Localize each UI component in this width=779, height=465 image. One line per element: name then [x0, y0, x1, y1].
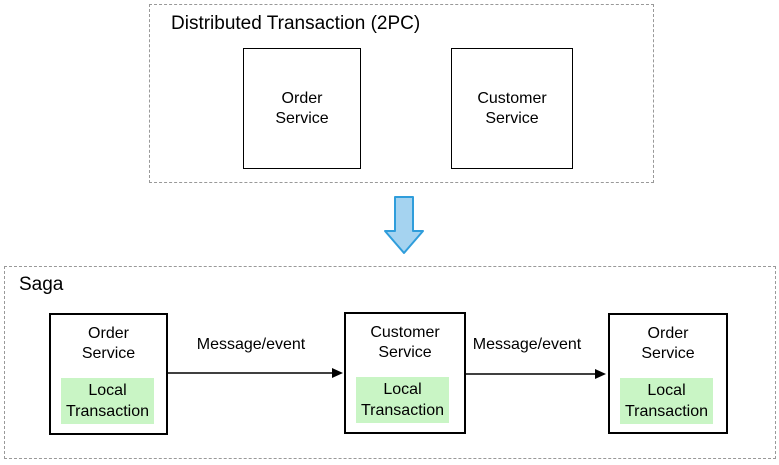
distributed-transaction-title: Distributed Transaction (2PC) — [171, 13, 421, 34]
saga-order-service-2-label-line1: Order — [647, 325, 689, 342]
order-service-label-line1: Order — [281, 89, 323, 107]
saga-order-service-1-label-line2: Service — [81, 345, 136, 362]
customer-service-label-line1: Customer — [477, 89, 547, 107]
distributed-transaction-group: Distributed Transaction (2PC) Order Serv… — [149, 4, 654, 183]
order-service-box-2pc: Order Service — [243, 48, 361, 169]
local-transaction-2-label-line2: Transaction — [361, 402, 444, 419]
saga-customer-service-box: Customer Service Local Transaction — [344, 312, 466, 434]
order-service-label-line2: Service — [275, 109, 329, 127]
customer-service-box-2pc: Customer Service — [451, 48, 573, 169]
down-arrow-icon — [384, 196, 424, 254]
saga-title: Saga — [19, 274, 64, 295]
local-transaction-3-label-line2: Transaction — [625, 403, 708, 420]
local-transaction-box-3: Local Transaction — [620, 378, 713, 424]
saga-order-service-1-label-line1: Order — [88, 325, 129, 342]
message-event-label-2: Message/event — [472, 336, 582, 353]
customer-service-label-line2: Service — [485, 109, 539, 127]
saga-order-service-2-label-line2: Service — [641, 345, 695, 362]
local-transaction-box-1: Local Transaction — [61, 378, 154, 424]
saga-customer-service-label-line2: Service — [378, 344, 432, 361]
saga-order-service-box-1: Order Service Local Transaction — [49, 313, 168, 435]
local-transaction-1-label-line1: Local — [88, 382, 127, 399]
local-transaction-box-2: Local Transaction — [356, 377, 449, 423]
local-transaction-1-label-line2: Transaction — [66, 403, 149, 420]
local-transaction-2-label-line1: Local — [383, 381, 422, 398]
local-transaction-3-label-line1: Local — [647, 382, 686, 399]
saga-order-service-box-2: Order Service Local Transaction — [608, 313, 728, 434]
saga-customer-service-label-line1: Customer — [370, 324, 440, 341]
message-event-label-1: Message/event — [196, 336, 306, 353]
saga-group: Saga Order Service Local Transaction Cus… — [4, 266, 776, 459]
